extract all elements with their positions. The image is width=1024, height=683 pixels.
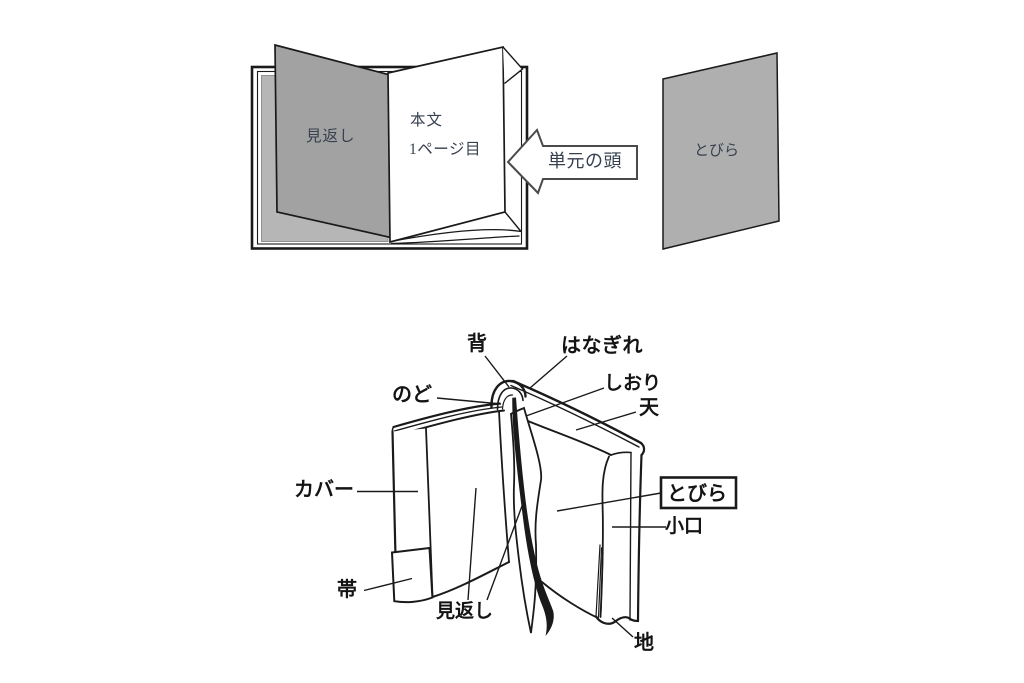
page-corner-fold bbox=[502, 46, 524, 85]
page-fan-line-1 bbox=[595, 544, 601, 618]
standing-book-figure bbox=[390, 379, 646, 636]
gutter-band-line-1 bbox=[392, 402, 501, 429]
obi-band-shape bbox=[390, 546, 434, 604]
gutter-band-line-2 bbox=[393, 406, 503, 432]
cover-right-edge bbox=[636, 453, 643, 623]
title-page-leader-line bbox=[556, 492, 662, 512]
title-page-sheet bbox=[662, 52, 780, 250]
bookmark-label: しおり bbox=[604, 373, 662, 394]
gutter-label: のど bbox=[392, 384, 432, 406]
cover-corner-cap bbox=[639, 441, 646, 457]
open-book-figure bbox=[250, 43, 638, 250]
page-stack-bottom-line-1 bbox=[390, 228, 522, 243]
back-endpaper-bottom-edge bbox=[431, 561, 510, 598]
unit-head-arrow bbox=[506, 128, 638, 195]
bottom-edge-line bbox=[594, 615, 640, 625]
page-fan-line-2 bbox=[597, 547, 603, 618]
top-edge-label: 天 bbox=[639, 397, 659, 419]
headband-label: はなぎれ bbox=[561, 335, 643, 357]
title-page-sheet-label: とびら bbox=[694, 143, 740, 159]
page-block-right-edge bbox=[629, 451, 632, 621]
body-page bbox=[387, 45, 506, 244]
headband-leader-line bbox=[529, 355, 568, 389]
cover-top-outer-edge bbox=[511, 379, 643, 445]
spine-hump-inner bbox=[496, 387, 524, 411]
bookmark-leader-line bbox=[525, 387, 605, 417]
bookmark-ribbon bbox=[512, 397, 554, 636]
title-page-boxed-label: とびら bbox=[667, 483, 727, 505]
fore-edge-label: 小口 bbox=[665, 516, 704, 537]
spine-leader-line bbox=[484, 355, 510, 388]
back-endpaper-panel bbox=[426, 411, 509, 597]
gutter-leader-line bbox=[436, 397, 502, 405]
unit-head-arrow-label: 単元の頭 bbox=[548, 151, 622, 171]
leader-lines bbox=[357, 355, 666, 638]
page-stack-bottom-line-2 bbox=[390, 235, 520, 245]
page-stack-corner-line bbox=[504, 211, 522, 232]
obi-label: 帯 bbox=[337, 579, 357, 601]
headband-arc bbox=[501, 394, 514, 410]
bottom-edge-leader-line bbox=[611, 617, 634, 638]
title-page-bottom-edge bbox=[541, 581, 599, 619]
cover-label: カバー bbox=[294, 479, 354, 501]
body-page-label-line2: 1ページ目 bbox=[409, 141, 481, 158]
endpaper-leader-line-b bbox=[486, 505, 523, 601]
book-body-block bbox=[508, 381, 645, 621]
endpaper-label: 見返し bbox=[436, 601, 494, 622]
open-book-endpaper-label: 見返し bbox=[306, 128, 356, 145]
spine-hump-outer bbox=[490, 379, 527, 409]
obi-leader-line bbox=[363, 577, 413, 592]
top-edge-leader-line bbox=[575, 411, 637, 431]
page-fan-line-3 bbox=[600, 551, 604, 618]
title-page-label-box bbox=[659, 476, 738, 510]
endpaper-leader-line-a bbox=[467, 487, 477, 601]
bottom-edge-label: 地 bbox=[634, 632, 654, 654]
body-page-label-line1: 本文 bbox=[410, 112, 444, 129]
fore-edge-top-line bbox=[610, 451, 632, 456]
spine-label: 背 bbox=[467, 333, 487, 355]
